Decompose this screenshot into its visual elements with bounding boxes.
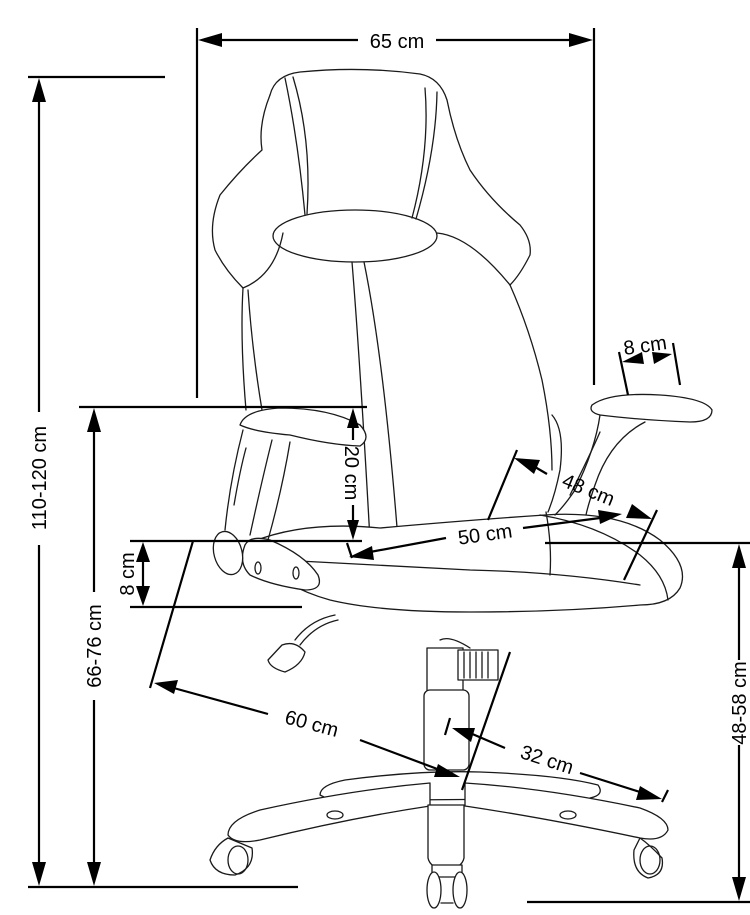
label-base-radius: 32 cm xyxy=(518,741,577,779)
knob-ridges xyxy=(463,651,489,679)
label-armrest-above-seat: 20 cm xyxy=(340,446,362,500)
caster-left xyxy=(209,837,254,876)
caster-front xyxy=(426,864,468,909)
backrest-center-seam-2 xyxy=(363,261,399,541)
dim-base-radius xyxy=(443,717,669,803)
label-overall-width: 65 cm xyxy=(370,31,424,53)
left-armrest-support-2 xyxy=(249,439,273,536)
tilt-lever xyxy=(294,614,336,641)
seat-front-line xyxy=(279,559,641,586)
label-base-diameter: 60 cm xyxy=(282,707,340,742)
left-armrest-support xyxy=(224,429,244,531)
label-seat-thickness: 8 cm xyxy=(117,552,139,595)
right-armrest-support-2 xyxy=(585,421,646,516)
star-base-front xyxy=(427,804,465,871)
headrest-seam-right-3 xyxy=(242,232,284,289)
right-armrest-support-3 xyxy=(569,431,601,496)
seat-side-seam xyxy=(545,511,552,576)
tilt-lever-knob xyxy=(267,642,306,673)
dim-seat-height xyxy=(130,539,750,904)
chair-neck-pad xyxy=(272,209,438,263)
left-armrest-support-3 xyxy=(267,441,291,541)
caster-right xyxy=(633,837,664,879)
chair-seat xyxy=(244,513,684,613)
cylinder-neck xyxy=(439,637,471,649)
chair-headrest-left xyxy=(211,94,271,289)
headrest-seam-right xyxy=(411,87,427,219)
dim-seat-depth xyxy=(486,449,658,581)
left-armrest-pad xyxy=(239,407,367,447)
dim-armrest-above-seat xyxy=(347,408,359,540)
dimension-lines xyxy=(28,28,750,904)
headrest-seam-left xyxy=(284,77,306,216)
dim-seat-thickness xyxy=(130,542,302,609)
headrest-seam-right-2 xyxy=(415,91,438,220)
label-seat-height: 48-58 cm xyxy=(729,661,750,744)
neck-to-shoulder xyxy=(436,232,511,286)
height-adjust-knob xyxy=(457,649,499,681)
dim-base-diameter xyxy=(148,540,512,791)
chair-backrest-left-edge xyxy=(241,287,247,411)
backrest-right-panel xyxy=(547,414,563,513)
right-armrest-support xyxy=(554,414,601,516)
headrest-seam-left-2 xyxy=(292,76,309,215)
backrest-center-seam xyxy=(351,261,371,541)
left-arm-slot xyxy=(233,447,247,506)
seat-side-panel xyxy=(241,537,321,591)
seat-panel-hole-2 xyxy=(292,566,300,580)
seat-panel-hole-1 xyxy=(254,561,262,575)
left-armrest-pivot xyxy=(212,530,244,576)
dim-overall-height xyxy=(28,75,298,889)
dim-armrest-width xyxy=(617,342,682,396)
chair-illustration xyxy=(209,68,713,909)
dim-armrest-height xyxy=(79,405,367,886)
tilt-lever-2 xyxy=(299,619,339,646)
right-armrest-pad xyxy=(590,393,713,423)
dim-seat-width xyxy=(345,510,622,560)
chair-backrest-left-edge-2 xyxy=(247,289,263,411)
dim-overall-width xyxy=(195,28,596,398)
chair-headrest xyxy=(269,68,531,286)
label-armrest-height: 66-76 cm xyxy=(84,604,106,687)
chair-backrest-right-edge xyxy=(509,284,553,471)
label-overall-height: 110-120 cm xyxy=(29,426,51,530)
caster-back-hubs xyxy=(326,810,577,820)
